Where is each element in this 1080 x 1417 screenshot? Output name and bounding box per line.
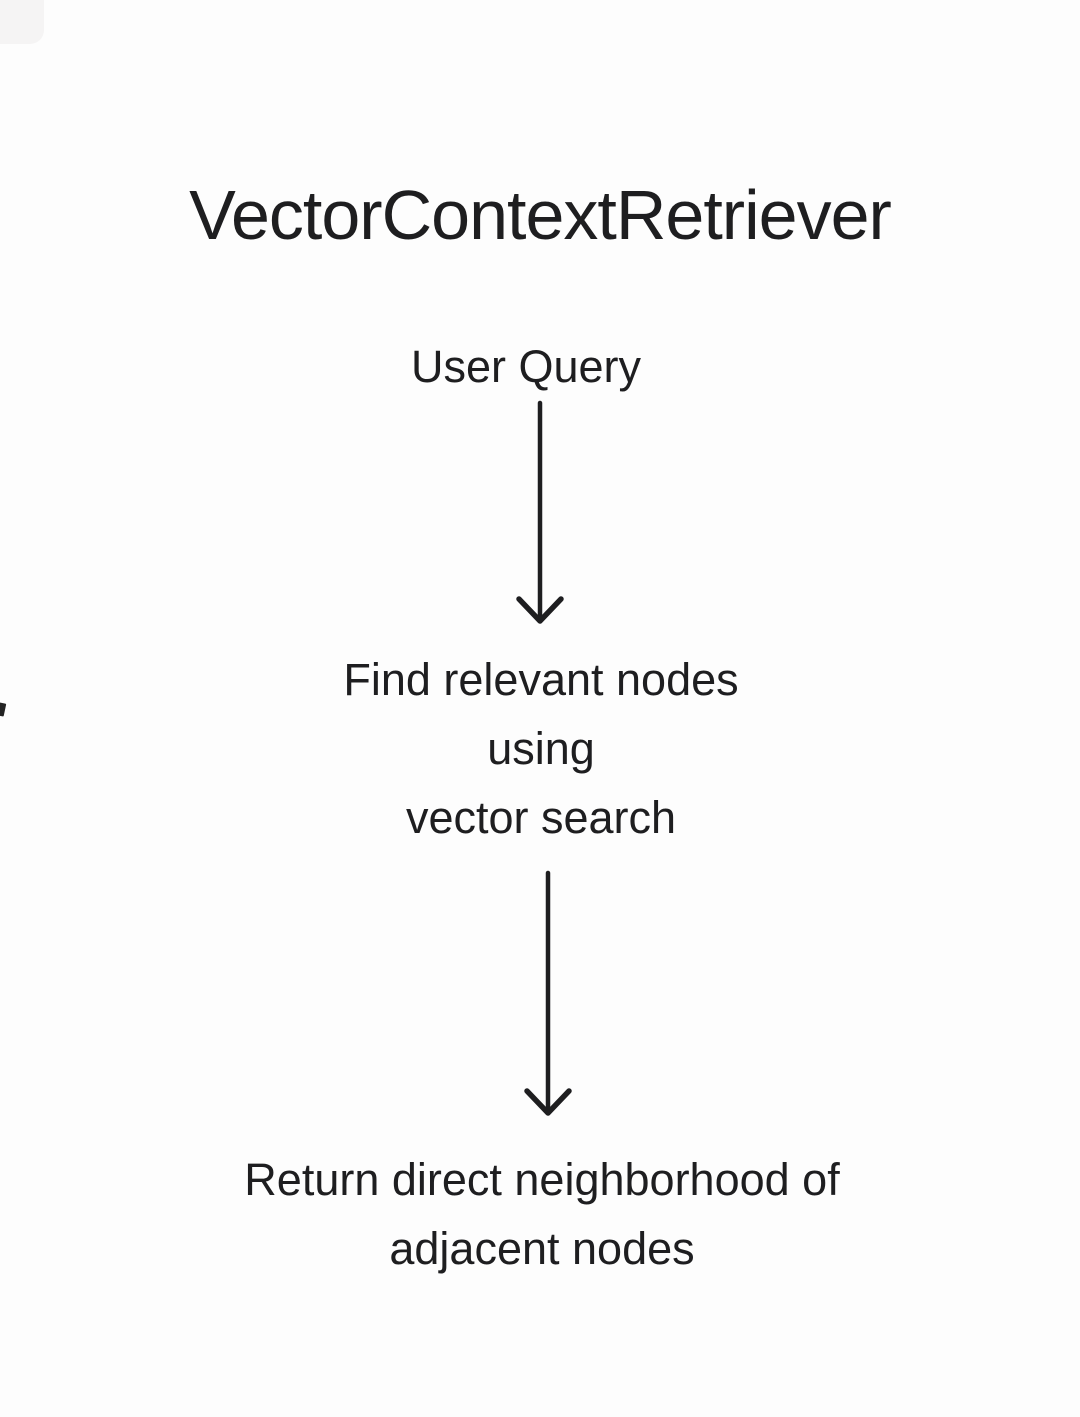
node-user-query: User Query <box>410 341 642 392</box>
node-return-neighborhood: Return direct neighborhood of adjacent n… <box>244 1154 840 1274</box>
node-find-relevant-nodes: Find relevant nodes using vector search <box>343 654 739 843</box>
diagram-title: VectorContextRetriever <box>189 175 892 254</box>
down-arrow-icon <box>495 400 585 630</box>
down-arrow-icon <box>503 870 593 1122</box>
scan-corner-artifact <box>0 0 44 44</box>
